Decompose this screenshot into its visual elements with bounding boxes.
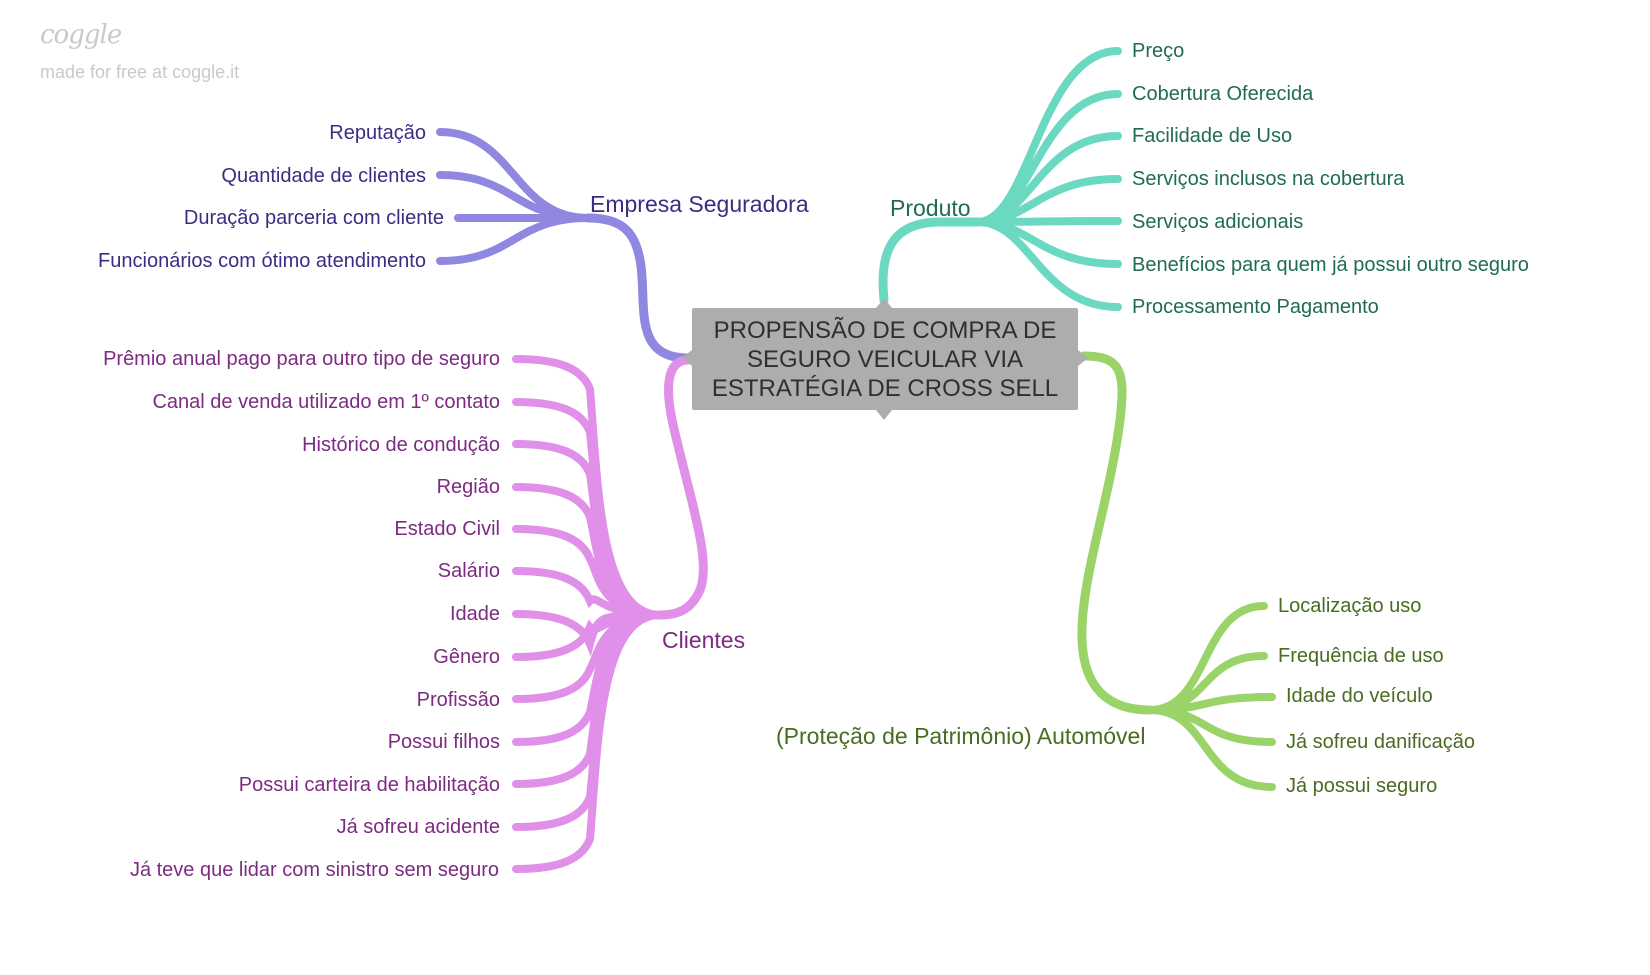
link-empresa-leaf-3 xyxy=(436,214,592,265)
leaf-sinistro-sem-seguro[interactable]: Já teve que lidar com sinistro sem segur… xyxy=(129,859,499,881)
leaf-localizacao-uso[interactable]: Localização uso xyxy=(1278,595,1422,617)
center-notch-top xyxy=(876,298,892,308)
leaf-estado-civil[interactable]: Estado Civil xyxy=(394,518,500,540)
leaf-quantidade-clientes[interactable]: Quantidade de clientes xyxy=(221,165,426,187)
leaf-possui-seguro[interactable]: Já possui seguro xyxy=(1286,775,1438,797)
leaf-frequencia-uso[interactable]: Frequência de uso xyxy=(1278,645,1444,667)
coggle-logo[interactable]: coggle xyxy=(40,20,122,50)
branch-protecao-automovel[interactable]: (Proteção de Patrimônio) Automóvel xyxy=(776,723,1146,749)
central-topic-line-2: SEGURO VEICULAR VIA xyxy=(746,345,1024,373)
leaf-possui-filhos[interactable]: Possui filhos xyxy=(387,731,500,753)
branch-clientes[interactable]: Clientes xyxy=(662,627,746,653)
leaf-premio-anual[interactable]: Prêmio anual pago para outro tipo de seg… xyxy=(103,348,500,370)
made-with-coggle-link[interactable]: made for free at coggle.it xyxy=(40,62,240,82)
link-auto-leaf-4 xyxy=(1146,706,1276,791)
link-clientes-leaf-5 xyxy=(512,567,664,619)
link-center-clientes xyxy=(655,355,708,620)
link-produto-leaf-6 xyxy=(974,218,1122,311)
link-clientes-leaf-4 xyxy=(512,525,664,619)
central-topic-line-3: ESTRATÉGIA DE CROSS SELL xyxy=(711,374,1059,402)
leaf-historico-conducao[interactable]: Histórico de condução xyxy=(302,434,500,456)
leaf-funcionarios-atendimento[interactable]: Funcionários com ótimo atendimento xyxy=(98,250,426,272)
leaf-cobertura-oferecida[interactable]: Cobertura Oferecida xyxy=(1132,83,1314,105)
leaf-canal-venda[interactable]: Canal de venda utilizado em 1º contato xyxy=(152,391,500,413)
leaf-regiao[interactable]: Região xyxy=(436,476,500,498)
link-center-empresa xyxy=(583,213,693,363)
leaf-preco[interactable]: Preço xyxy=(1132,40,1185,62)
link-produto-leaf-3 xyxy=(974,175,1122,226)
leaf-profissao[interactable]: Profissão xyxy=(416,689,500,711)
center-notch-right xyxy=(1078,350,1088,366)
branch-empresa-seguradora[interactable]: Empresa Seguradora xyxy=(590,191,809,217)
link-clientes-leaf-12 xyxy=(512,611,664,873)
leaf-sofreu-acidente[interactable]: Já sofreu acidente xyxy=(336,816,500,838)
leaf-servicos-adicionais[interactable]: Serviços adicionais xyxy=(1132,211,1304,233)
leaf-carteira-habilitacao[interactable]: Possui carteira de habilitação xyxy=(238,774,500,796)
leaf-processamento-pagamento[interactable]: Processamento Pagamento xyxy=(1132,296,1379,318)
leaf-beneficios-outro-seguro[interactable]: Benefícios para quem já possui outro seg… xyxy=(1132,254,1529,276)
link-center-auto xyxy=(1077,351,1155,715)
leaf-genero[interactable]: Gênero xyxy=(433,646,500,668)
leaf-duracao-parceria[interactable]: Duração parceria com cliente xyxy=(183,207,444,229)
central-topic-node[interactable]: PROPENSÃO DE COMPRA DE SEGURO VEICULAR V… xyxy=(692,308,1078,410)
leaf-salario[interactable]: Salário xyxy=(437,560,500,582)
leaf-sofreu-danificacao[interactable]: Já sofreu danificação xyxy=(1286,731,1476,753)
link-clientes-leaf-7 xyxy=(512,611,664,661)
leaf-servicos-inclusos[interactable]: Serviços inclusos na cobertura xyxy=(1132,168,1405,190)
leaf-idade-veiculo[interactable]: Idade do veículo xyxy=(1286,685,1433,707)
central-topic-line-1: PROPENSÃO DE COMPRA DE xyxy=(713,316,1057,344)
leaf-reputacao[interactable]: Reputação xyxy=(329,122,426,144)
center-notch-left xyxy=(682,350,692,366)
link-center-produto xyxy=(878,217,983,305)
branch-produto[interactable]: Produto xyxy=(890,195,971,221)
center-notch-bottom xyxy=(876,410,892,420)
leaf-facilidade-uso[interactable]: Facilidade de Uso xyxy=(1132,125,1293,147)
leaf-idade[interactable]: Idade xyxy=(449,603,500,625)
